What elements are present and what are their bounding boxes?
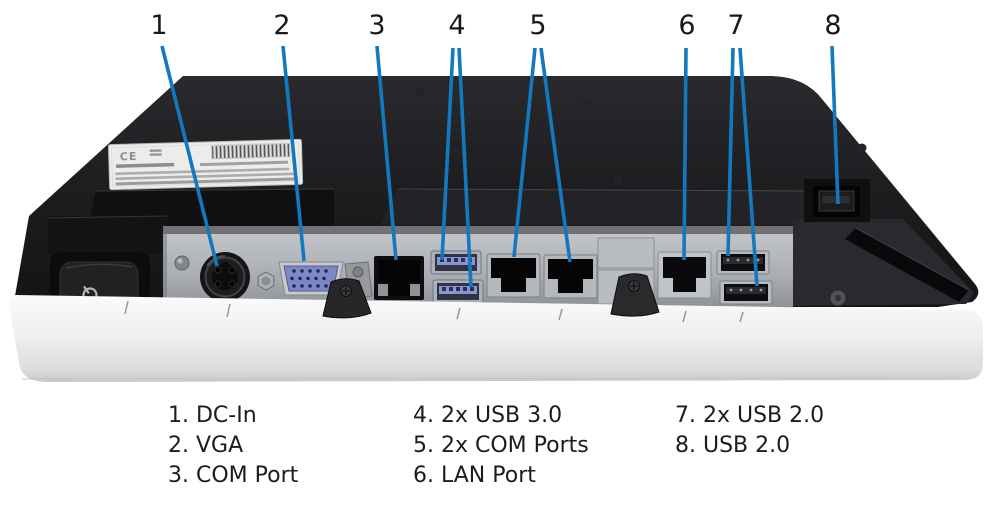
callout-line-7b	[738, 47, 759, 287]
callout-line-3	[375, 45, 398, 261]
cover-ledge-mid	[380, 189, 830, 225]
callout-line-5b	[539, 47, 572, 263]
callout-line-8	[830, 45, 840, 205]
cover-lip	[845, 228, 969, 302]
rear-cover	[15, 76, 979, 307]
callout-number-5: 5	[529, 10, 547, 41]
lan-port	[657, 251, 712, 299]
rubber-feet	[322, 273, 660, 319]
com-port-single	[374, 256, 424, 300]
dc-in-port	[200, 252, 250, 302]
callout-line-4b	[457, 47, 473, 288]
callout-line-2	[281, 45, 306, 262]
callout-line-6	[682, 47, 688, 261]
barcode	[211, 143, 291, 160]
callout-number-6: 6	[678, 10, 696, 41]
com-ports-dual	[486, 253, 598, 299]
io-ports	[174, 237, 773, 305]
callout-line-4a	[440, 47, 455, 261]
callout-number-7: 7	[727, 10, 745, 41]
usb2-ports-dual	[716, 250, 773, 305]
device-rear-label: CE	[108, 138, 304, 191]
callout-lines	[160, 45, 840, 288]
front-bezel	[9, 295, 984, 382]
callout-number-2: 2	[273, 10, 291, 41]
cover-screw-holes	[415, 87, 867, 186]
callout-number-4: 4	[448, 10, 466, 41]
callout-line-1	[160, 45, 219, 267]
callout-number-8: 8	[824, 10, 842, 41]
callout-line-7a	[726, 47, 735, 257]
ce-mark: CE	[120, 150, 138, 163]
callout-line-5a	[512, 47, 537, 258]
callout-number-1: 1	[150, 10, 168, 41]
hex-screw	[257, 271, 275, 291]
panel-screw	[174, 255, 190, 271]
callout-number-3: 3	[368, 10, 386, 41]
cover-step-left	[48, 216, 168, 254]
